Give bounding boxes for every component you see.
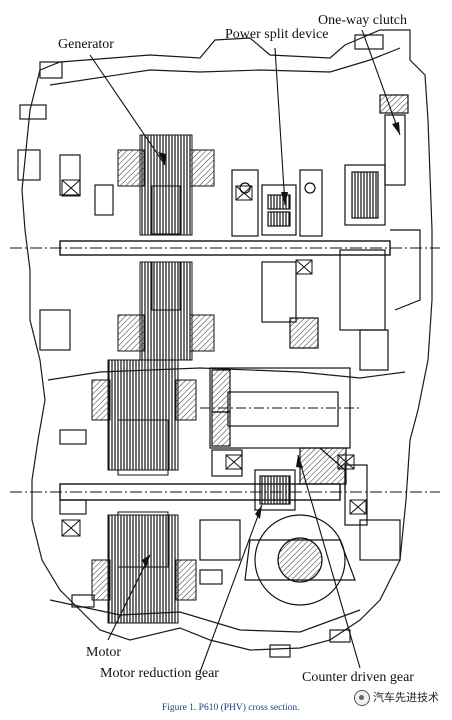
transaxle-housing [21,29,433,651]
wechat-account-icon [354,690,370,706]
generator-stator [117,134,215,361]
counter-driven-gear [209,367,351,490]
motor-reduction-gear-drawing [254,464,368,526]
label-generator: Generator [58,37,114,52]
watermark-text: 汽车先进技术 [373,691,439,704]
figure-caption: Figure 1. P610 (PHV) cross section. [162,703,300,713]
label-one-way-clutch: One-way clutch [318,13,408,28]
label-motor-reduction-gear: Motor reduction gear [100,666,219,681]
label-counter-driven-gear: Counter driven gear [302,670,414,685]
label-motor: Motor [86,645,121,660]
power-split-planetary [231,169,323,349]
differential-housing [199,514,401,606]
label-power-split-device: Power split device [225,27,329,42]
one-way-clutch-drawing [339,94,421,371]
